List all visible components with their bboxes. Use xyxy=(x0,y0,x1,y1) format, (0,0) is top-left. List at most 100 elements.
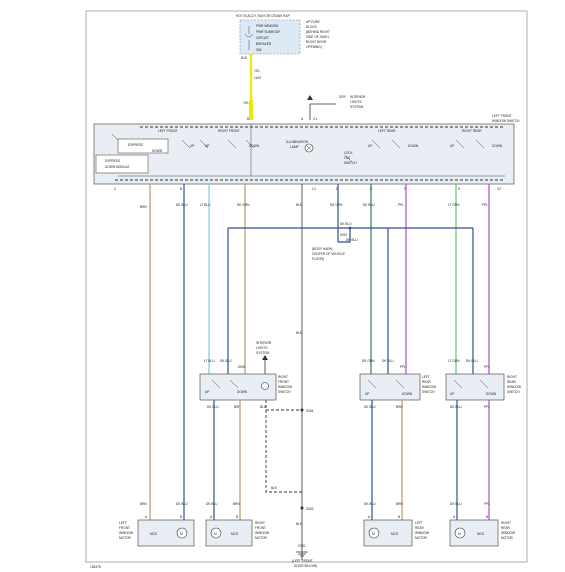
fuse-line-3: CIRCUIT xyxy=(256,36,269,40)
lr-motor-title-3: WINDOW xyxy=(415,531,429,535)
lr-motor-title-1: LEFT xyxy=(415,521,423,525)
rf-wire-2: DK BLU xyxy=(220,359,232,363)
circuit-breaker-icon xyxy=(244,26,254,50)
lf-motor-icon xyxy=(176,527,188,539)
rf-title-4: SWITCH xyxy=(278,390,291,394)
rr-motor-wire-a: DK BLU xyxy=(450,502,462,506)
express-label-2: DOWN xyxy=(152,149,163,153)
rr-wire-1: LT GRN xyxy=(448,359,460,363)
lbl-rr-ltgrn: LT GRN xyxy=(448,203,460,207)
section-right-rear: RIGHT REAR xyxy=(462,129,482,133)
s303-label: S303 xyxy=(306,507,314,511)
rf-wire-1: LT BLU xyxy=(204,359,215,363)
lf-motor-pin-b: B xyxy=(180,515,182,519)
lf-motor-m: M xyxy=(180,532,183,536)
lr-title-1: LEFT xyxy=(422,375,430,379)
fuse-note-5: RIGHT DOOR xyxy=(306,40,327,44)
fuse-heading: HOT IN ACCY, RUN OR CRANK RAP xyxy=(236,14,290,18)
lr-switch-box xyxy=(359,373,421,401)
rr-wire-2: DK BLU xyxy=(466,359,478,363)
lr-contacts xyxy=(367,379,405,389)
rf-motor-title-3: WINDOW xyxy=(255,531,269,535)
rr-up: UP xyxy=(450,144,454,148)
pin-h: H xyxy=(458,187,461,191)
rr-motor-title-1: RIGHT xyxy=(501,521,511,525)
rf-title-3: WINDOW xyxy=(278,385,292,389)
rf-motor-title-4: MOTOR xyxy=(255,536,268,540)
rf-wire-3: DNN xyxy=(238,365,246,369)
lockout-label-1: LOCK xyxy=(344,151,354,155)
feed-wire-color: YEL xyxy=(254,69,260,73)
interior-right-label-2: LIGHTS xyxy=(256,346,268,350)
lbl-lr-dkgrn: DK BLU xyxy=(363,203,375,207)
rf-out-2: BRN xyxy=(234,405,241,409)
rr-title-2: REAR xyxy=(507,380,517,384)
lr-out-1: DK BLU xyxy=(364,405,376,409)
rf-motor-wire-b: BRN xyxy=(233,502,240,506)
rr-title-4: SWITCH xyxy=(507,390,520,394)
pin-f: F xyxy=(404,187,406,191)
interior-top-label-3: SYSTEM xyxy=(350,105,363,109)
splice-wire-2: DK BLU xyxy=(346,238,358,242)
rr-wire-3: PPL xyxy=(484,365,490,369)
diagram-frame xyxy=(85,10,528,563)
s304-label: S304 xyxy=(306,409,314,413)
master-switch-box xyxy=(93,123,515,185)
fuse-line-2: PWR SUNROOF xyxy=(256,30,280,34)
lr-down: DOWN xyxy=(408,144,419,148)
lr-up: UP xyxy=(368,144,372,148)
lr-motor-title-2: REAR xyxy=(415,526,425,530)
rr-title-3: WINDOW xyxy=(507,385,521,389)
rr-down: DOWN xyxy=(486,392,497,396)
fuse-note-6: OPENING) xyxy=(306,45,322,49)
lf-motor-title-2: FRONT xyxy=(119,526,130,530)
interior-top-wire-color: GRY xyxy=(339,95,347,99)
lamp-cross xyxy=(305,144,313,152)
express-label-1: EXPRESS xyxy=(128,143,143,147)
splice-note-2: CENTER OF VEHICLE xyxy=(312,252,345,256)
rf-out-blk: BLK xyxy=(260,405,267,409)
rf-up: UP xyxy=(205,144,209,148)
ground-icon xyxy=(296,551,308,557)
lf-up: UP xyxy=(190,144,194,148)
rr-motor-icon xyxy=(454,527,466,539)
master-connector-c1-top: C1 xyxy=(313,117,317,121)
splice-id: S307 xyxy=(340,233,348,237)
lr-motor-title-4: MOTOR xyxy=(415,536,428,540)
ground-id: G301 xyxy=(298,544,306,548)
lr-out-2: BRN xyxy=(396,405,403,409)
interior-right-label-3: SYSTEM xyxy=(256,351,269,355)
s303-dot xyxy=(300,506,304,510)
lbl-blk-mid: BLK xyxy=(296,331,303,335)
pin-b: B xyxy=(180,187,182,191)
rf-motor-title-2: FRONT xyxy=(255,526,266,530)
lr-wire-1: DK GRN xyxy=(362,359,375,363)
rf-motor-title-1: RIGHT xyxy=(255,521,265,525)
rr-motor-mcs: MCS xyxy=(477,532,484,536)
rf-motor-wire-a: DK BLU xyxy=(206,502,218,506)
rr-motor-title-3: WINDOW xyxy=(501,531,515,535)
rf-contacts xyxy=(211,379,239,389)
express-down-module xyxy=(95,154,149,174)
lr-motor-wire-a: DK BLU xyxy=(364,502,376,506)
master-title-2: WINDOW SWITCH xyxy=(492,119,520,123)
splice-wire: DK BLU xyxy=(340,222,352,226)
lr-up: UP xyxy=(365,392,369,396)
lr-motor-mcs: MCS xyxy=(391,532,398,536)
ground-label-2: DOOR BELOW) xyxy=(294,564,317,568)
lf-motor-title-3: WINDOW xyxy=(119,531,133,535)
lr-wire-2: DK BLU xyxy=(382,359,394,363)
lbl-blk-bottom: BLK xyxy=(296,522,303,526)
pin-c1-c: C xyxy=(114,187,117,191)
rr-out-2: PPL xyxy=(484,405,490,409)
rr-motor-wire-b: PPL xyxy=(484,502,490,506)
lbl-blk: BLK xyxy=(296,203,303,207)
lr-motor-pin-a: A xyxy=(368,515,371,519)
master-title-1: LEFT FRONT xyxy=(492,114,512,118)
feed-wire-color-lower: YEL xyxy=(243,101,249,105)
lockout-label-2: OUT xyxy=(344,156,351,160)
lbl-rr-ppl: PPL xyxy=(482,203,488,207)
rf-down: DOWN xyxy=(249,144,260,148)
switch-contacts xyxy=(111,133,485,163)
splice-dot xyxy=(348,226,352,230)
